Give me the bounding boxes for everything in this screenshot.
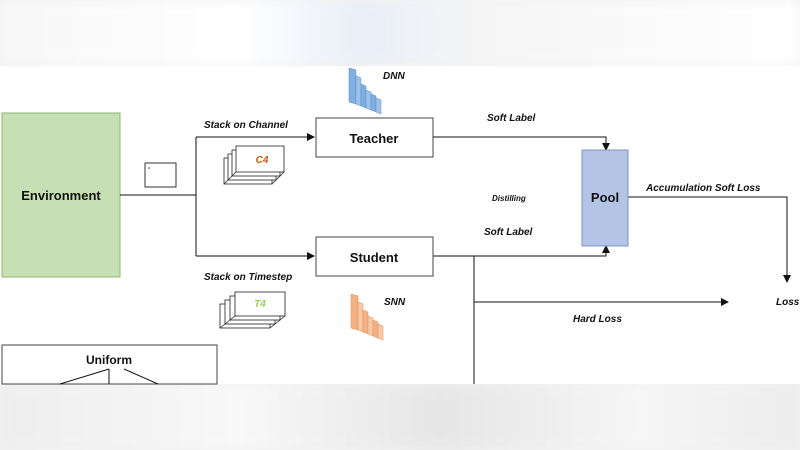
timestep-stack-icon bbox=[219, 291, 286, 329]
distilling-label: Distilling bbox=[492, 194, 526, 203]
snn-network-icon bbox=[350, 293, 384, 341]
soft-label-teacher: Soft Label bbox=[487, 113, 536, 124]
teacher-node: Teacher bbox=[315, 117, 434, 158]
soft-label-student: Soft Label bbox=[484, 227, 533, 238]
student-label: Student bbox=[350, 250, 399, 265]
pool-label: Pool bbox=[591, 190, 619, 205]
environment-node: Environment bbox=[1, 112, 121, 278]
uniform-label: Uniform bbox=[86, 353, 132, 367]
environment-label: Environment bbox=[21, 188, 101, 203]
loss-label: Loss bbox=[776, 297, 800, 308]
channel-stack-icon bbox=[223, 145, 285, 185]
uniform-node: Uniform bbox=[1, 344, 218, 385]
c4-label: C4 bbox=[256, 155, 269, 166]
stack-channel-label: Stack on Channel bbox=[204, 120, 288, 131]
t4-label: T4 bbox=[254, 299, 266, 310]
connectors bbox=[120, 133, 791, 384]
teacher-label: Teacher bbox=[350, 131, 399, 146]
blurred-bottom-strip bbox=[0, 384, 800, 450]
hard-loss-label: Hard Loss bbox=[573, 314, 622, 325]
stack-timestep-label: Stack on Timestep bbox=[204, 272, 292, 283]
frame-icon bbox=[144, 162, 177, 188]
blurred-top-strip bbox=[0, 0, 800, 66]
student-node: Student bbox=[315, 236, 434, 277]
accumulation-label: Accumulation Soft Loss bbox=[645, 183, 761, 194]
pool-node: Pool bbox=[581, 149, 629, 247]
snn-label: SNN bbox=[384, 297, 406, 308]
dnn-network-icon bbox=[348, 67, 382, 115]
dnn-label: DNN bbox=[383, 71, 405, 82]
